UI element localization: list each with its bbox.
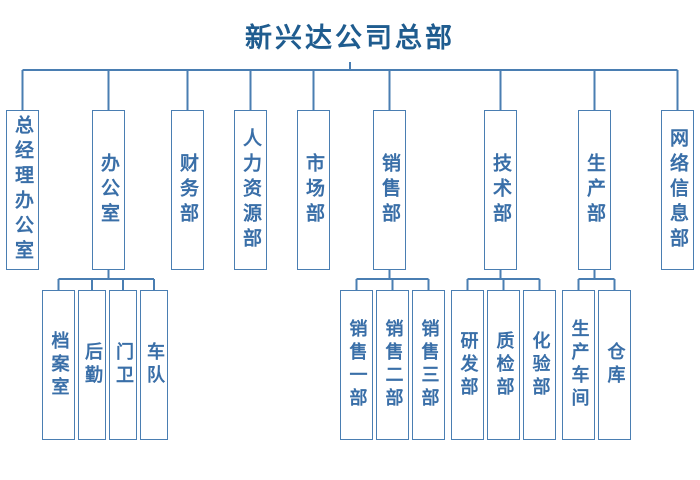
node-n7c2[interactable]: 质检部 (487, 290, 520, 440)
node-label: 总经理办公室 (12, 115, 34, 265)
node-n7[interactable]: 技术部 (484, 110, 517, 270)
node-n6c1[interactable]: 销售一部 (340, 290, 373, 440)
node-n7c1[interactable]: 研发部 (451, 290, 484, 440)
node-label: 人力资源部 (240, 127, 262, 253)
node-n5[interactable]: 市场部 (297, 110, 330, 270)
node-label: 化验部 (529, 330, 551, 400)
node-n7c3[interactable]: 化验部 (523, 290, 556, 440)
node-n6[interactable]: 销售部 (373, 110, 406, 270)
node-n2c1[interactable]: 档案室 (42, 290, 75, 440)
node-label: 生产车间 (568, 319, 590, 411)
node-label: 销售部 (379, 152, 401, 228)
node-label: 办公室 (98, 152, 120, 228)
node-label: 网络信息部 (667, 127, 689, 253)
node-label: 质检部 (493, 330, 515, 400)
page-title: 新兴达公司总部 (245, 23, 455, 54)
node-label: 后勤 (82, 342, 103, 388)
node-n8[interactable]: 生产部 (578, 110, 611, 270)
node-label: 仓库 (604, 342, 626, 388)
node-n1[interactable]: 总经理办公室 (6, 110, 39, 270)
node-n6c2[interactable]: 销售二部 (376, 290, 409, 440)
node-label: 车队 (144, 342, 165, 388)
node-label: 销售一部 (346, 319, 368, 411)
node-label: 门卫 (113, 342, 134, 388)
node-n6c3[interactable]: 销售三部 (412, 290, 445, 440)
node-label: 研发部 (457, 330, 479, 400)
node-n2c4[interactable]: 车队 (140, 290, 168, 440)
node-label: 技术部 (490, 152, 512, 228)
node-n4[interactable]: 人力资源部 (234, 110, 267, 270)
node-n2[interactable]: 办公室 (92, 110, 125, 270)
node-n3[interactable]: 财务部 (171, 110, 204, 270)
node-n9[interactable]: 网络信息部 (661, 110, 694, 270)
node-n2c2[interactable]: 后勤 (78, 290, 106, 440)
node-n2c3[interactable]: 门卫 (109, 290, 137, 440)
node-n8c2[interactable]: 仓库 (598, 290, 631, 440)
node-label: 市场部 (303, 152, 325, 228)
node-label: 生产部 (584, 152, 606, 228)
node-n8c1[interactable]: 生产车间 (562, 290, 595, 440)
node-label: 销售二部 (382, 319, 404, 411)
node-label: 档案室 (48, 330, 70, 400)
node-label: 销售三部 (418, 319, 440, 411)
node-label: 财务部 (177, 152, 199, 228)
